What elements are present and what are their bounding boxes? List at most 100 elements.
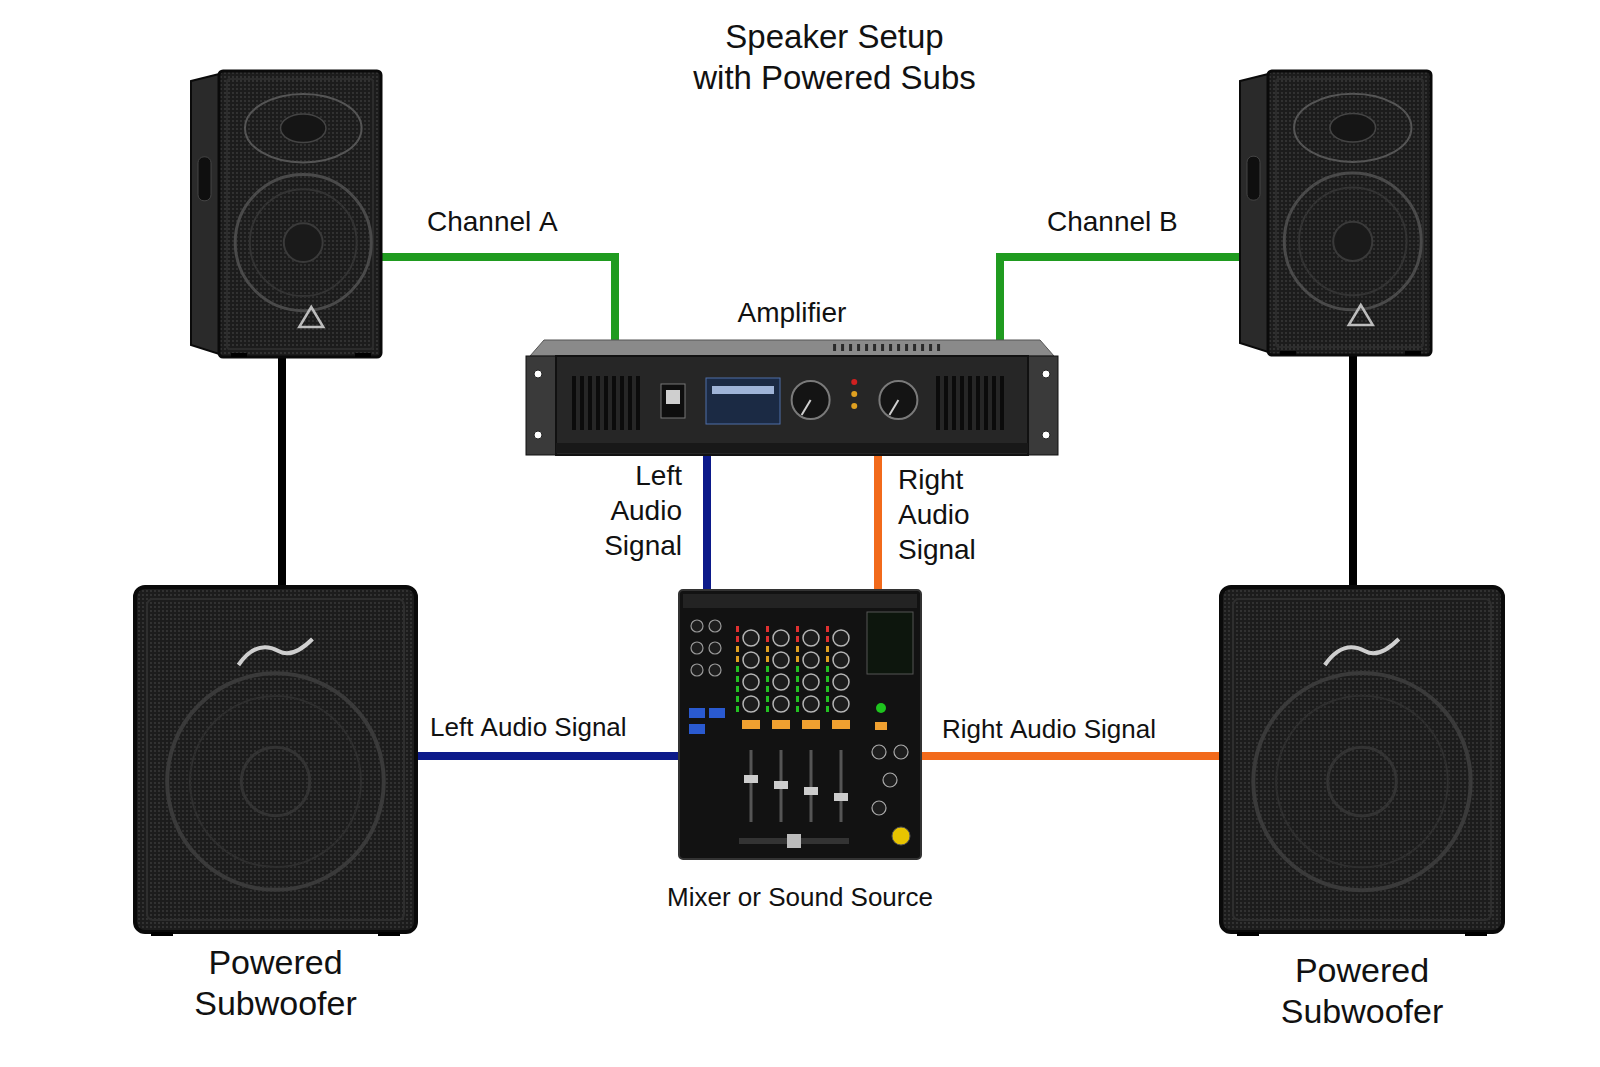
brand-badge bbox=[706, 378, 780, 424]
signal-label: Right Audio Signal bbox=[942, 713, 1156, 745]
side-handle bbox=[198, 157, 211, 201]
channel-knob bbox=[773, 674, 789, 690]
front-vent bbox=[968, 376, 972, 430]
effect-button bbox=[875, 722, 887, 730]
woofer-dustcap bbox=[284, 223, 323, 262]
horn-throat bbox=[1330, 114, 1376, 142]
level-meter bbox=[796, 626, 799, 632]
rack-ear bbox=[526, 356, 558, 455]
sub-foot bbox=[1237, 932, 1259, 936]
top-vent bbox=[857, 344, 860, 351]
amp-bottom-strip bbox=[556, 443, 1028, 453]
signal-cable bbox=[1349, 355, 1357, 585]
rack-hole bbox=[534, 370, 542, 378]
fader-slot bbox=[810, 750, 813, 822]
level-meter bbox=[766, 706, 769, 712]
input-knob bbox=[691, 664, 703, 676]
top-vent bbox=[865, 344, 868, 351]
level-meter bbox=[766, 646, 769, 652]
speaker-foot bbox=[355, 353, 371, 357]
gain-knob bbox=[879, 381, 917, 419]
effect-dial bbox=[892, 827, 910, 845]
input-knob bbox=[709, 642, 721, 654]
top-vent bbox=[833, 344, 836, 351]
channel-knob bbox=[833, 652, 849, 668]
channel-knob bbox=[803, 674, 819, 690]
top-vent bbox=[889, 344, 892, 351]
fader-slot bbox=[840, 750, 843, 822]
effect-knob bbox=[883, 773, 897, 787]
status-led bbox=[851, 379, 857, 385]
front-vent bbox=[636, 376, 640, 430]
front-vent bbox=[620, 376, 624, 430]
rack-hole bbox=[534, 431, 542, 439]
front-vent bbox=[976, 376, 980, 430]
level-meter bbox=[736, 656, 739, 662]
top-vent bbox=[841, 344, 844, 351]
woofer-surround bbox=[235, 175, 371, 311]
full-range-speaker bbox=[1240, 71, 1431, 355]
top-vent bbox=[873, 344, 876, 351]
sub-outline bbox=[133, 585, 418, 936]
signal-cable bbox=[1000, 257, 1240, 340]
level-meter bbox=[766, 636, 769, 642]
channel-knob bbox=[743, 674, 759, 690]
cue-button bbox=[742, 720, 760, 729]
brand-logo-mark bbox=[1349, 305, 1373, 325]
select-button bbox=[689, 724, 705, 734]
channel-knob bbox=[833, 674, 849, 690]
level-meter bbox=[736, 636, 739, 642]
speaker-frame bbox=[1276, 79, 1423, 347]
brand-logo-mark bbox=[1325, 639, 1399, 665]
sub-woofer-cone bbox=[190, 696, 361, 867]
level-meter bbox=[826, 696, 829, 702]
node-label: Powered Subwoofer bbox=[1247, 950, 1477, 1032]
powered-subwoofer: Powered Subwoofer bbox=[133, 585, 418, 936]
sub-outline bbox=[1219, 585, 1505, 936]
level-meter bbox=[796, 686, 799, 692]
status-led bbox=[851, 403, 857, 409]
signal-cable bbox=[874, 455, 882, 590]
crossfader-cap bbox=[787, 834, 801, 848]
speaker-front bbox=[1268, 71, 1431, 355]
knob-pointer bbox=[802, 400, 811, 415]
channel-knob bbox=[743, 630, 759, 646]
level-meter bbox=[826, 636, 829, 642]
signal-cable bbox=[278, 357, 286, 585]
level-meter bbox=[796, 656, 799, 662]
woofer-surround bbox=[1284, 173, 1421, 310]
mixer-outline bbox=[679, 590, 921, 859]
level-meter bbox=[766, 656, 769, 662]
level-meter bbox=[826, 646, 829, 652]
level-meter bbox=[766, 686, 769, 692]
powered-subwoofer: Powered Subwoofer bbox=[1219, 585, 1505, 936]
signal-label: Right Audio Signal bbox=[898, 462, 998, 567]
sub-woofer-cone bbox=[1276, 696, 1448, 868]
channel-knob bbox=[803, 696, 819, 712]
speaker-foot bbox=[1280, 351, 1296, 355]
front-vent bbox=[944, 376, 948, 430]
level-meter bbox=[796, 646, 799, 652]
top-vent bbox=[881, 344, 884, 351]
level-meter bbox=[826, 706, 829, 712]
channel-knob bbox=[743, 696, 759, 712]
front-vent bbox=[1000, 376, 1004, 430]
level-meter bbox=[736, 706, 739, 712]
woofer-dustcap bbox=[1333, 222, 1372, 261]
top-vent bbox=[937, 344, 940, 351]
sub-foot bbox=[1465, 932, 1487, 936]
cue-button bbox=[832, 720, 850, 729]
amp-outline bbox=[526, 340, 1058, 455]
side-handle bbox=[1247, 156, 1260, 200]
select-button bbox=[689, 708, 705, 718]
cabinet-side bbox=[1240, 74, 1268, 352]
top-vent bbox=[913, 344, 916, 351]
level-meter bbox=[736, 646, 739, 652]
input-knob bbox=[691, 620, 703, 632]
top-vent bbox=[929, 344, 932, 351]
node-label: Powered Subwoofer bbox=[161, 942, 391, 1024]
front-vent bbox=[992, 376, 996, 430]
top-vent bbox=[897, 344, 900, 351]
level-meter bbox=[796, 666, 799, 672]
signal-label: Channel B bbox=[1047, 205, 1178, 239]
